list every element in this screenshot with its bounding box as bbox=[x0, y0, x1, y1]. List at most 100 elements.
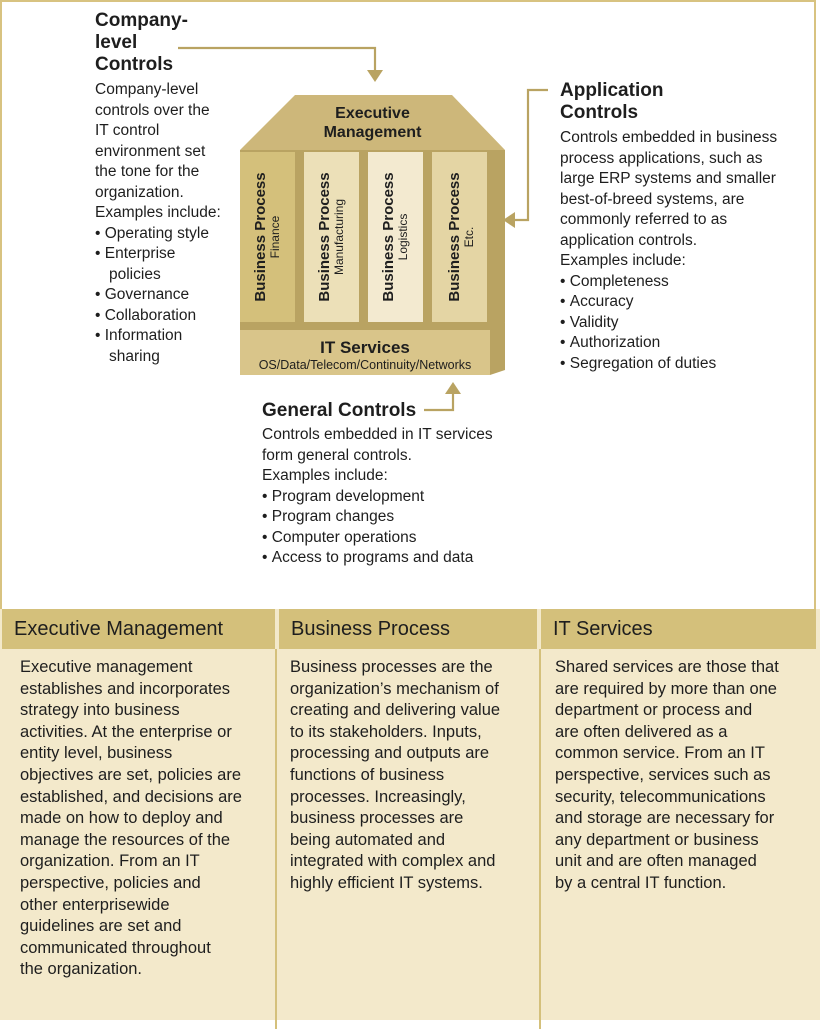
column-finance-side bbox=[295, 152, 304, 322]
company-controls-title-line1: Company-level bbox=[95, 10, 188, 53]
body-line: to its stakeholders. Inputs, bbox=[290, 722, 482, 741]
column-label-etc: Business Process Etc. bbox=[440, 162, 482, 312]
list-item: Program development bbox=[262, 487, 562, 508]
body-line: functions of business bbox=[290, 765, 445, 784]
base-label: IT Services OS/Data/Telecom/Continuity/N… bbox=[240, 338, 490, 373]
application-controls-title-line2: Controls bbox=[560, 102, 639, 123]
body-line: being automated and bbox=[290, 830, 446, 849]
body-line: are often delivered as a bbox=[555, 722, 728, 741]
body-line: are required by more than one bbox=[555, 679, 777, 698]
body-line: activities. At the enterprise or bbox=[20, 722, 232, 741]
body-line: entity level, business bbox=[20, 744, 173, 763]
list-item: Completeness bbox=[560, 272, 800, 293]
company-controls-body-line: Company-level bbox=[95, 81, 199, 98]
body-business-process: Business processes are the organization’… bbox=[290, 657, 536, 895]
definitions-panel: Executive Management Business Process IT… bbox=[0, 609, 820, 1029]
body-line: establishes and incorporates bbox=[20, 679, 231, 698]
header-it-services: IT Services bbox=[541, 609, 816, 649]
list-item: Segregation of duties bbox=[560, 354, 800, 375]
roof-label-line2: Management bbox=[323, 124, 422, 141]
roof-shape bbox=[240, 95, 505, 150]
column-etc-side bbox=[487, 152, 505, 322]
application-controls-callout: Application Controls Controls embedded i… bbox=[560, 80, 800, 374]
body-line: department or process and bbox=[555, 701, 753, 720]
company-controls-body-line: controls over the bbox=[95, 101, 210, 119]
company-controls-bullets: Operating style Enterprise policies Gove… bbox=[95, 224, 230, 368]
body-line: security, telecommunications bbox=[555, 787, 766, 806]
company-controls-title-line2: Controls bbox=[95, 54, 174, 75]
base-subtitle: OS/Data/Telecom/Continuity/Networks bbox=[258, 358, 472, 372]
general-controls-callout: General Controls Controls embedded in IT… bbox=[262, 400, 562, 569]
body-line: processes. Increasingly, bbox=[290, 787, 466, 806]
company-controls-text: Company-level controls over the IT contr… bbox=[95, 80, 230, 367]
general-arrow bbox=[424, 392, 455, 412]
body-line: objectives are set, policies are bbox=[20, 765, 242, 784]
body-line: any department or business bbox=[555, 830, 759, 849]
body-line: Business processes are the bbox=[290, 658, 493, 676]
application-controls-title: Application Controls bbox=[560, 80, 800, 124]
application-controls-body-line: Examples include: bbox=[560, 252, 686, 269]
body-line: Executive management bbox=[20, 658, 193, 676]
application-controls-body-line: process applications, such as bbox=[560, 149, 763, 167]
column-label-sub: Finance bbox=[267, 215, 282, 259]
base-side bbox=[490, 322, 505, 375]
application-controls-bullets: Completeness Accuracy Validity Authoriza… bbox=[560, 272, 800, 375]
list-item: Operating style bbox=[95, 224, 230, 245]
body-it-services: Shared services are those that are requi… bbox=[555, 657, 811, 895]
roof-label: Executive Management bbox=[300, 104, 445, 142]
body-line: made on how to deploy and bbox=[20, 809, 223, 828]
list-item: Validity bbox=[560, 313, 800, 334]
column-label-manufacturing: Business Process Manufacturing bbox=[310, 162, 352, 312]
application-controls-body-line: large ERP systems and smaller bbox=[560, 170, 776, 187]
column-manufacturing bbox=[304, 152, 359, 322]
header-business-process: Business Process bbox=[279, 609, 537, 649]
column-logistics-side bbox=[423, 152, 432, 322]
body-line: organization. From an IT bbox=[20, 852, 200, 871]
company-controls-title: Company-level Controls bbox=[95, 10, 230, 76]
list-item: Authorization bbox=[560, 333, 800, 354]
body-line: the organization. bbox=[20, 960, 143, 979]
column-label-main: Business Process bbox=[251, 172, 269, 302]
body-line: common service. From an IT bbox=[555, 744, 765, 763]
company-controls-body-line: Examples include: bbox=[95, 204, 221, 221]
list-item: Enterprise policies bbox=[95, 244, 230, 285]
column-divider bbox=[275, 649, 277, 1029]
application-controls-body-line: commonly referred to as bbox=[560, 211, 728, 228]
body-line: strategy into business bbox=[20, 701, 180, 720]
column-label-sub: Manufacturing bbox=[331, 198, 346, 276]
application-controls-text: Controls embedded in business process ap… bbox=[560, 128, 800, 374]
company-controls-callout: Company-level Controls Company-level con… bbox=[95, 10, 230, 367]
company-controls-body-line: environment set bbox=[95, 142, 206, 160]
application-controls-body-line: Controls embedded in business bbox=[560, 129, 778, 146]
body-line: by a central IT function. bbox=[555, 873, 727, 892]
column-label-finance: Business Process Finance bbox=[246, 162, 288, 312]
column-label-main: Business Process bbox=[315, 172, 333, 302]
body-executive-management: Executive management establishes and inc… bbox=[20, 657, 272, 981]
list-item: Information sharing bbox=[95, 326, 230, 367]
general-controls-body-line: form general controls. bbox=[262, 446, 412, 464]
list-item: Access to programs and data bbox=[262, 548, 562, 569]
list-item: Computer operations bbox=[262, 528, 562, 549]
body-line: unit and are often managed bbox=[555, 852, 757, 871]
list-item: Accuracy bbox=[560, 292, 800, 313]
application-controls-title-line1: Application bbox=[560, 80, 664, 101]
base-top bbox=[240, 322, 505, 330]
general-controls-title: General Controls bbox=[262, 400, 417, 421]
body-line: highly efficient IT systems. bbox=[290, 873, 483, 892]
column-label-logistics: Business Process Logistics bbox=[374, 162, 416, 312]
body-line: integrated with complex and bbox=[290, 852, 496, 871]
column-finance bbox=[240, 152, 295, 322]
general-controls-body-line: Examples include: bbox=[262, 467, 388, 484]
it-control-house-diagram bbox=[178, 46, 548, 412]
header-executive-management: Executive Management bbox=[2, 609, 275, 649]
column-label-sub: Logistics bbox=[395, 213, 410, 261]
body-line: perspective, services such as bbox=[555, 765, 771, 784]
column-manufacturing-side bbox=[359, 152, 368, 322]
column-label-main: Business Process bbox=[445, 172, 463, 302]
body-line: business processes are bbox=[290, 809, 464, 828]
list-item: Governance bbox=[95, 285, 230, 306]
column-divider bbox=[539, 649, 541, 1029]
company-controls-body-line: IT control bbox=[95, 122, 160, 139]
body-line: processing and outputs are bbox=[290, 744, 490, 763]
